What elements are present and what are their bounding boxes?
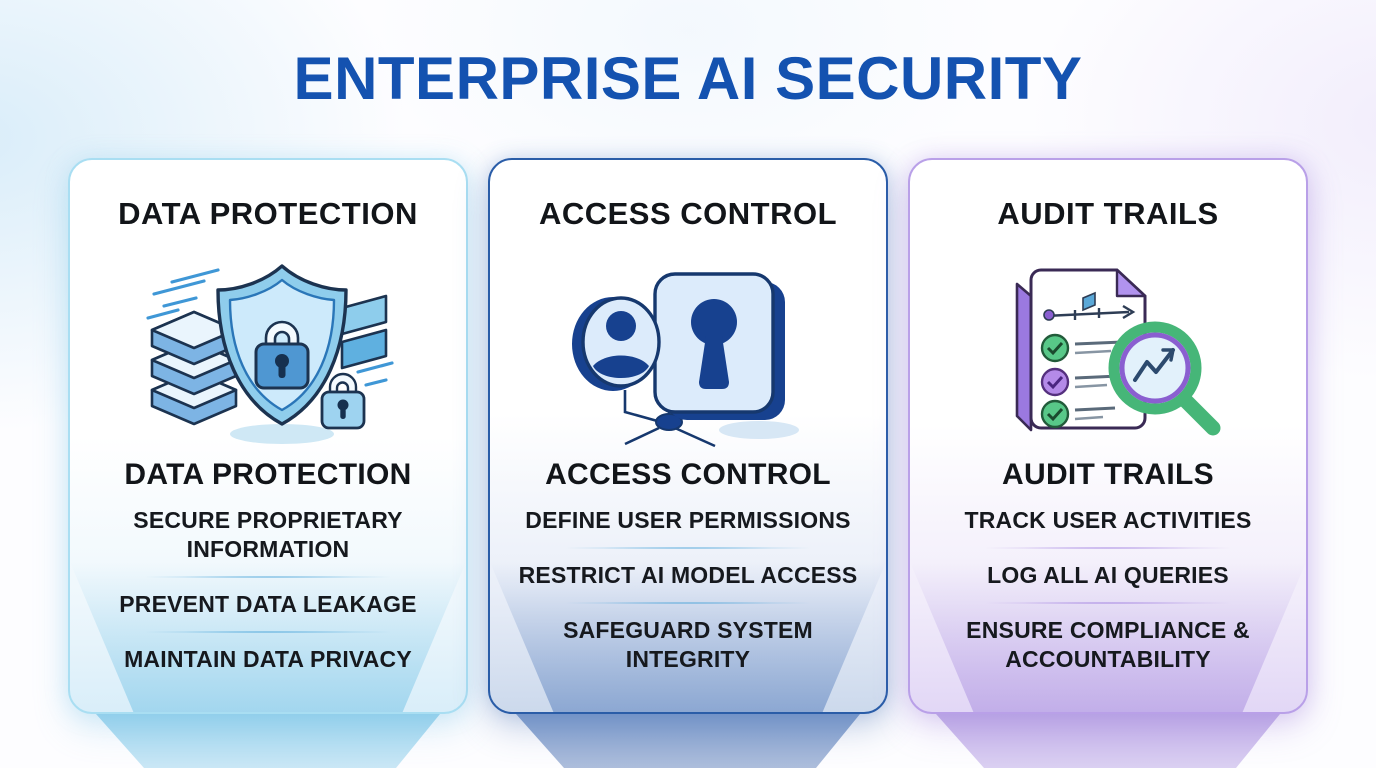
bullet: DEFINE USER PERMISSIONS [525, 507, 851, 533]
bullet: SAFEGUARD SYSTEM INTEGRITY [563, 616, 813, 672]
page-title: ENTERPRISE AI SECURITY [293, 45, 1083, 112]
bullet: RESTRICT AI MODEL ACCESS [518, 561, 858, 588]
card-glow-beam [96, 714, 440, 768]
card-access-control: ACCESS CONTROL ACCESS CONTROL DEFINE USE… [488, 158, 888, 714]
divider [141, 630, 395, 633]
divider [141, 575, 395, 578]
user-keyhole-icon [490, 246, 886, 454]
card-subheader: DATA PROTECTION [124, 458, 412, 491]
card-glow-beam [516, 714, 860, 768]
divider [981, 601, 1235, 604]
card-data-protection: DATA PROTECTION [68, 158, 468, 714]
card-header: AUDIT TRAILS [997, 196, 1219, 231]
card-audit-trails: AUDIT TRAILS [908, 158, 1308, 714]
bullet-list: DEFINE USER PERMISSIONS RESTRICT AI MODE… [490, 506, 886, 674]
bullet: MAINTAIN DATA PRIVACY [124, 645, 412, 672]
divider [561, 546, 815, 549]
card-glow-beam [936, 714, 1280, 768]
shield-lock-icon [70, 246, 466, 454]
document-magnifier-icon [910, 246, 1306, 454]
card-subheader: ACCESS CONTROL [545, 458, 831, 491]
card-header: ACCESS CONTROL [538, 196, 838, 231]
bullet: LOG ALL AI QUERIES [987, 561, 1229, 588]
bullet: TRACK USER ACTIVITIES [964, 507, 1252, 533]
bullet-list: TRACK USER ACTIVITIES LOG ALL AI QUERIES… [910, 506, 1306, 674]
divider [561, 601, 815, 604]
divider [981, 546, 1235, 549]
bullet-list: SECURE PROPRIETARY INFORMATION PREVENT D… [70, 506, 466, 674]
bullet: ENSURE COMPLIANCE & ACCOUNTABILITY [966, 616, 1250, 672]
card-header: DATA PROTECTION [118, 196, 418, 231]
bullet: SECURE PROPRIETARY INFORMATION [133, 507, 403, 562]
bullet: PREVENT DATA LEAKAGE [119, 590, 417, 617]
card-subheader: AUDIT TRAILS [1002, 458, 1214, 491]
